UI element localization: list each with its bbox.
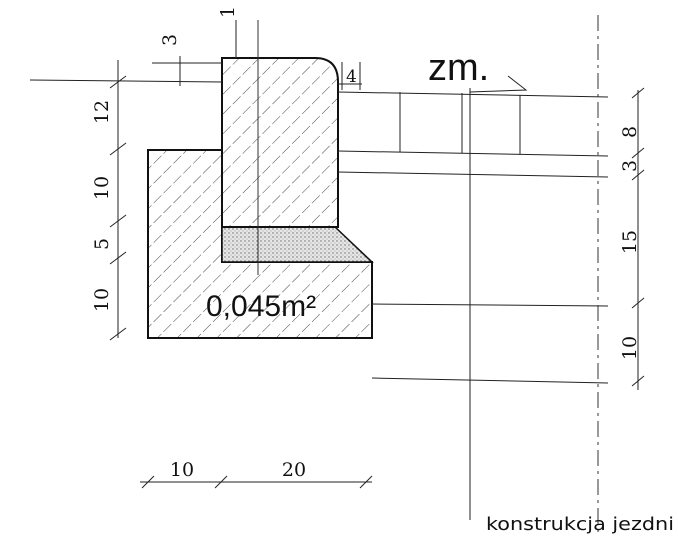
- dim-right-10: 10: [619, 336, 641, 360]
- curb-stone: [221, 57, 339, 228]
- reference-line: [29, 79, 223, 83]
- dim-left-10a: 10: [91, 176, 113, 200]
- dim-right-8: 8: [619, 126, 641, 138]
- dim-top-1: 1: [217, 6, 239, 18]
- dim-left-10b: 10: [91, 288, 113, 312]
- dim-right-3: 3: [619, 160, 641, 172]
- zm-label: zm.: [428, 47, 489, 89]
- dim-top-4: 4: [346, 67, 357, 87]
- dim-top-3: 3: [159, 34, 181, 46]
- dim-left-5: 5: [91, 238, 113, 250]
- dim-right-15: 15: [619, 230, 641, 254]
- dim-left-12: 12: [91, 100, 113, 124]
- dim-bottom-10: 10: [170, 459, 194, 481]
- road-layers: [337, 91, 609, 384]
- bedding-layer: [221, 226, 374, 263]
- dim-bottom-20: 20: [282, 459, 306, 481]
- zm-leader: [469, 75, 528, 93]
- area-label: 0,045m²: [206, 290, 316, 323]
- pavement-construction-caption: konstrukcja jezdni: [486, 514, 674, 535]
